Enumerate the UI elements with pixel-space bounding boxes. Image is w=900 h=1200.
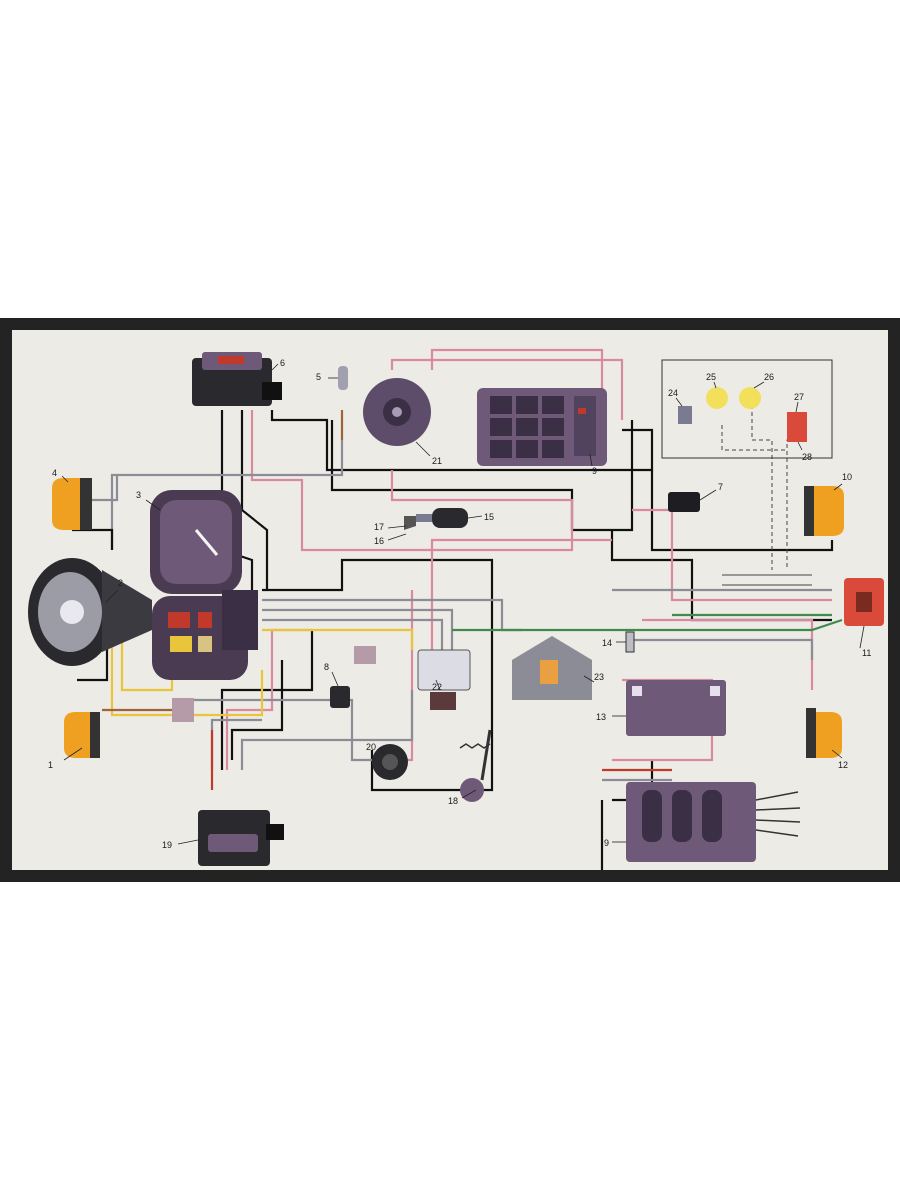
label-10: 10: [842, 472, 852, 482]
lamp-panel-frame: [661, 359, 833, 459]
fuse-14: [625, 631, 635, 653]
label-27: 27: [794, 392, 804, 402]
sensor-8: [330, 686, 350, 708]
capacitor-5: [338, 366, 348, 390]
indicator-lamp-10: [804, 486, 844, 536]
label-8: 8: [324, 662, 329, 672]
label-28: 28: [802, 452, 812, 462]
indicator-lamp-1: [64, 712, 100, 758]
wiring-diagram-svg: 1 2 3 4 5 6 7 8 9 9 10 11 12 13 14 15 16…: [28, 348, 884, 870]
flasher-relay-7: [668, 492, 700, 512]
label-26: 26: [764, 372, 774, 382]
label-5: 5: [316, 372, 321, 382]
label-9-bottom: 9: [604, 838, 609, 848]
brake-pedal-18: [459, 729, 492, 802]
wiring-diagram: 1 2 3 4 5 6 7 8 9 9 10 11 12 13 14 15 16…: [12, 330, 888, 870]
relay-19: [198, 810, 284, 866]
battery-13: [626, 680, 726, 736]
label-23: 23: [594, 672, 604, 682]
label-18: 18: [448, 796, 458, 806]
label-12: 12: [838, 760, 848, 770]
switch-block-9-bottom: [626, 782, 801, 862]
indicator-lamp-4: [52, 478, 92, 530]
label-17: 17: [374, 522, 384, 532]
instrument-cluster-3: [150, 490, 258, 680]
label-3: 3: [136, 490, 141, 500]
label-9-top: 9: [592, 466, 597, 476]
connector-blocks: [172, 646, 376, 722]
label-22: 22: [432, 682, 442, 692]
indicator-lamp-12: [806, 708, 842, 758]
ignition-coil-15: [404, 508, 468, 530]
relay-regulator-6: [192, 352, 282, 406]
label-1: 1: [48, 760, 53, 770]
label-21: 21: [432, 456, 442, 466]
label-2: 2: [118, 578, 123, 588]
component-labels: 1 2 3 4 5 6 7 8 9 9 10 11 12 13 14 15 16…: [48, 358, 871, 850]
label-16: 16: [374, 536, 384, 546]
label-7: 7: [718, 482, 723, 492]
headlight-2: [28, 558, 152, 666]
label-13: 13: [596, 712, 606, 722]
label-6: 6: [280, 358, 285, 368]
label-24: 24: [668, 388, 678, 398]
switch-block-9-top: [477, 388, 607, 466]
label-25: 25: [706, 372, 716, 382]
label-4: 4: [52, 468, 57, 478]
leader-lines: [61, 363, 865, 845]
horn-20: [372, 744, 408, 780]
brake-switch-23: [512, 636, 592, 700]
label-14: 14: [602, 638, 612, 648]
label-11: 11: [862, 648, 871, 658]
generator-21: [363, 378, 431, 446]
label-20: 20: [366, 742, 376, 752]
label-19: 19: [162, 840, 172, 850]
image-frame: 1 2 3 4 5 6 7 8 9 9 10 11 12 13 14 15 16…: [0, 318, 900, 882]
tail-light-11: [844, 578, 884, 626]
ignition-switch-22: [417, 649, 471, 710]
label-15: 15: [484, 512, 494, 522]
